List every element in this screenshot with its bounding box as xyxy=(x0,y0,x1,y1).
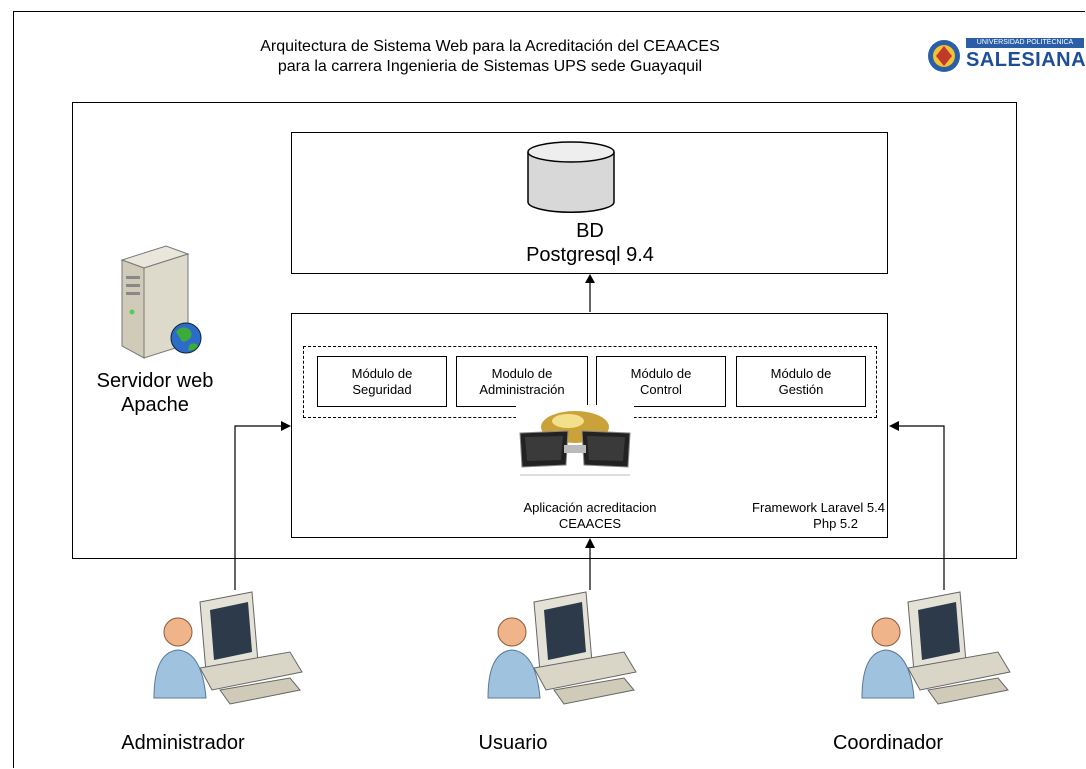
logo-small-text: UNIVERSIDAD POLITÉCNICA xyxy=(966,38,1084,48)
database-version-label: Postgresql 9.4 xyxy=(526,244,654,266)
user-label-usuario: Usuario xyxy=(478,732,548,754)
app-sublabel: CEAACES xyxy=(558,516,622,531)
database-label: BD xyxy=(576,220,604,242)
diagram-frame xyxy=(13,11,1085,768)
server-icon xyxy=(120,245,202,359)
user-label-administrador: Administrador xyxy=(121,732,245,754)
application-monitors-icon xyxy=(516,405,634,483)
module-label: Control xyxy=(640,381,682,397)
module-label: Módulo de xyxy=(630,365,692,381)
module-label: Administración xyxy=(479,381,565,397)
salesiana-logo: UNIVERSIDAD POLITÉCNICA SALESIANA xyxy=(926,36,1086,76)
logo-emblem-icon xyxy=(928,40,960,72)
module-label: Gestión xyxy=(778,381,824,397)
arrow-app-to-db xyxy=(585,274,595,312)
diagram-title-line2: para la carrera Ingenieria de Sistemas U… xyxy=(277,58,703,75)
coordinador-workstation-icon xyxy=(861,591,1011,705)
app-label: Aplicación acreditacion xyxy=(523,500,657,515)
logo-text: SALESIANA xyxy=(966,49,1086,71)
framework-label: Framework Laravel 5.4 xyxy=(752,500,885,515)
module-label: Modulo de xyxy=(491,365,553,381)
server-sublabel: Apache xyxy=(121,394,189,416)
module-label: Seguridad xyxy=(352,381,412,397)
php-label: Php 5.2 xyxy=(813,516,858,531)
database-cylinder-icon xyxy=(527,141,615,213)
module-label: Módulo de xyxy=(351,365,413,381)
user-label-coordinador: Coordinador xyxy=(832,732,944,754)
usuario-workstation-icon xyxy=(487,591,637,705)
server-label: Servidor web xyxy=(96,370,214,392)
diagram-title-line1: Arquitectura de Sistema Web para la Acre… xyxy=(260,38,720,55)
module-label: Módulo de xyxy=(770,365,832,381)
administrador-workstation-icon xyxy=(153,591,303,705)
